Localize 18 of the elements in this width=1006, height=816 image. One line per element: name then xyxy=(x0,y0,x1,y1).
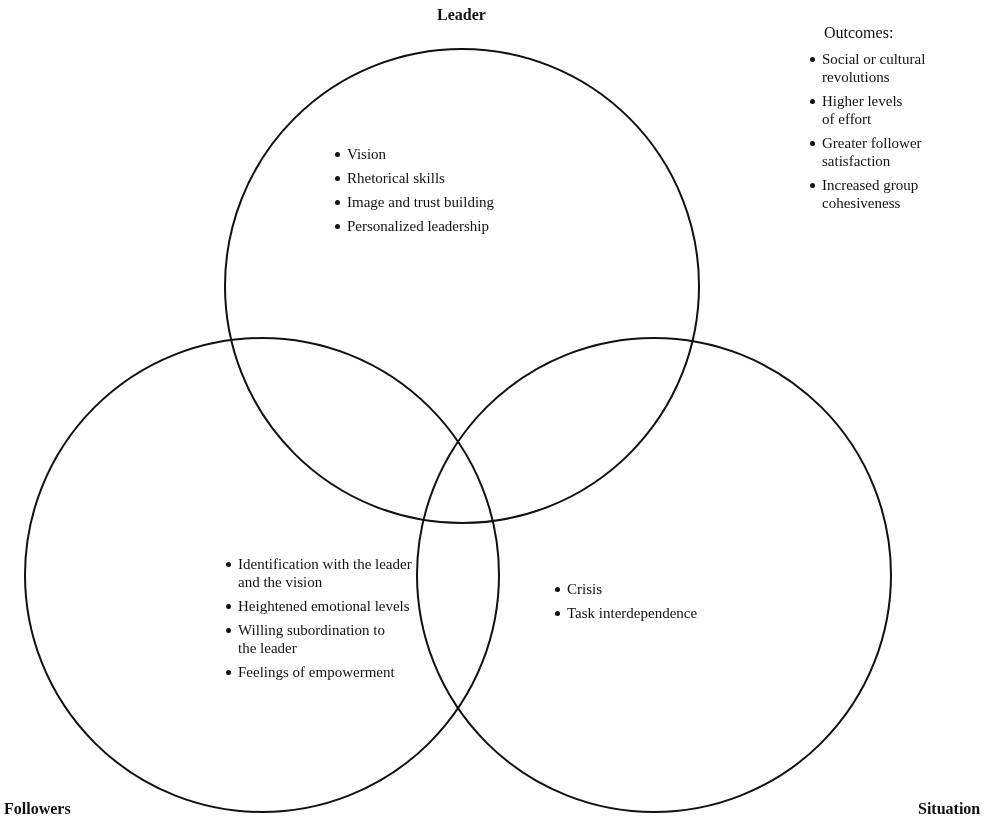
bullet-item: Willing subordination to the leader xyxy=(224,621,389,657)
bullet-item: Identification with the leader and the vision xyxy=(224,555,429,591)
outcomes-heading: Outcomes: xyxy=(824,24,894,42)
bullet-item: Heightened emotional levels xyxy=(224,597,454,615)
bullet-item: Crisis xyxy=(553,580,793,598)
bullet-item: Vision xyxy=(333,145,573,163)
bullet-item: Image and trust building xyxy=(333,193,573,211)
circle-heading: Situation xyxy=(918,800,981,816)
bullet-item: Social or cultural revolutions xyxy=(808,50,978,86)
bullet-item: Task interdependence xyxy=(553,604,793,622)
circle-heading: Leader xyxy=(437,6,486,24)
bullet-item: Personalized leadership xyxy=(333,217,573,235)
bullet-item: Rhetorical skills xyxy=(333,169,573,187)
bullet-item: Feelings of empowerment xyxy=(224,663,454,681)
bullet-item: Increased group cohesiveness xyxy=(808,176,978,212)
bullet-item: Greater follower satisfaction xyxy=(808,134,978,170)
circle-heading: Followers xyxy=(4,800,71,816)
bullet-item: Higher levels of effort xyxy=(808,92,908,128)
